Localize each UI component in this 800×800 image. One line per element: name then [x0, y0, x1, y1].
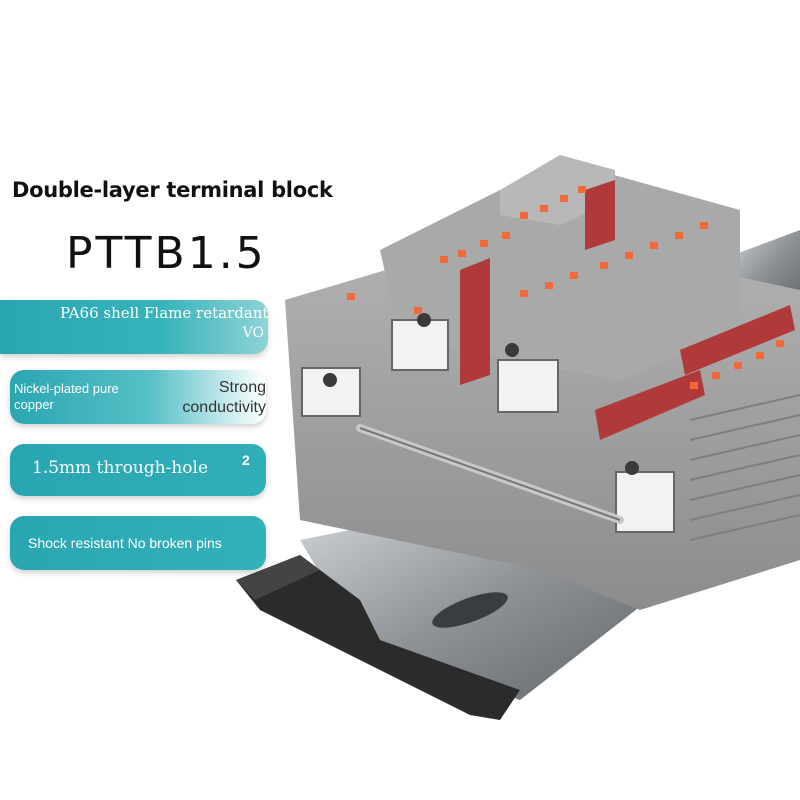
- end-clamp: [236, 555, 520, 720]
- feature-through-hole-text: 1.5mm through-hole: [32, 458, 209, 478]
- feature-pill-shock: [10, 516, 266, 570]
- feature-shell-rating: VO: [242, 325, 264, 341]
- feature-through-hole-superscript: 2: [242, 452, 250, 468]
- model-number: PTTB1.5: [66, 228, 267, 279]
- headline: Double-layer terminal block: [12, 178, 333, 202]
- feature-copper-text: Nickel-plated pure copper: [14, 381, 119, 412]
- feature-conductivity-text: Strong conductivity: [182, 379, 266, 416]
- feature-shell-text: PA66 shell Flame retardant: [60, 304, 269, 322]
- feature-pill-shell: [0, 300, 268, 354]
- feature-shock-text: Shock resistant No broken pins: [28, 535, 222, 551]
- marker-strip: [460, 258, 490, 385]
- feature-pill-copper: [10, 370, 266, 424]
- feature-pill-through-hole: [10, 444, 266, 496]
